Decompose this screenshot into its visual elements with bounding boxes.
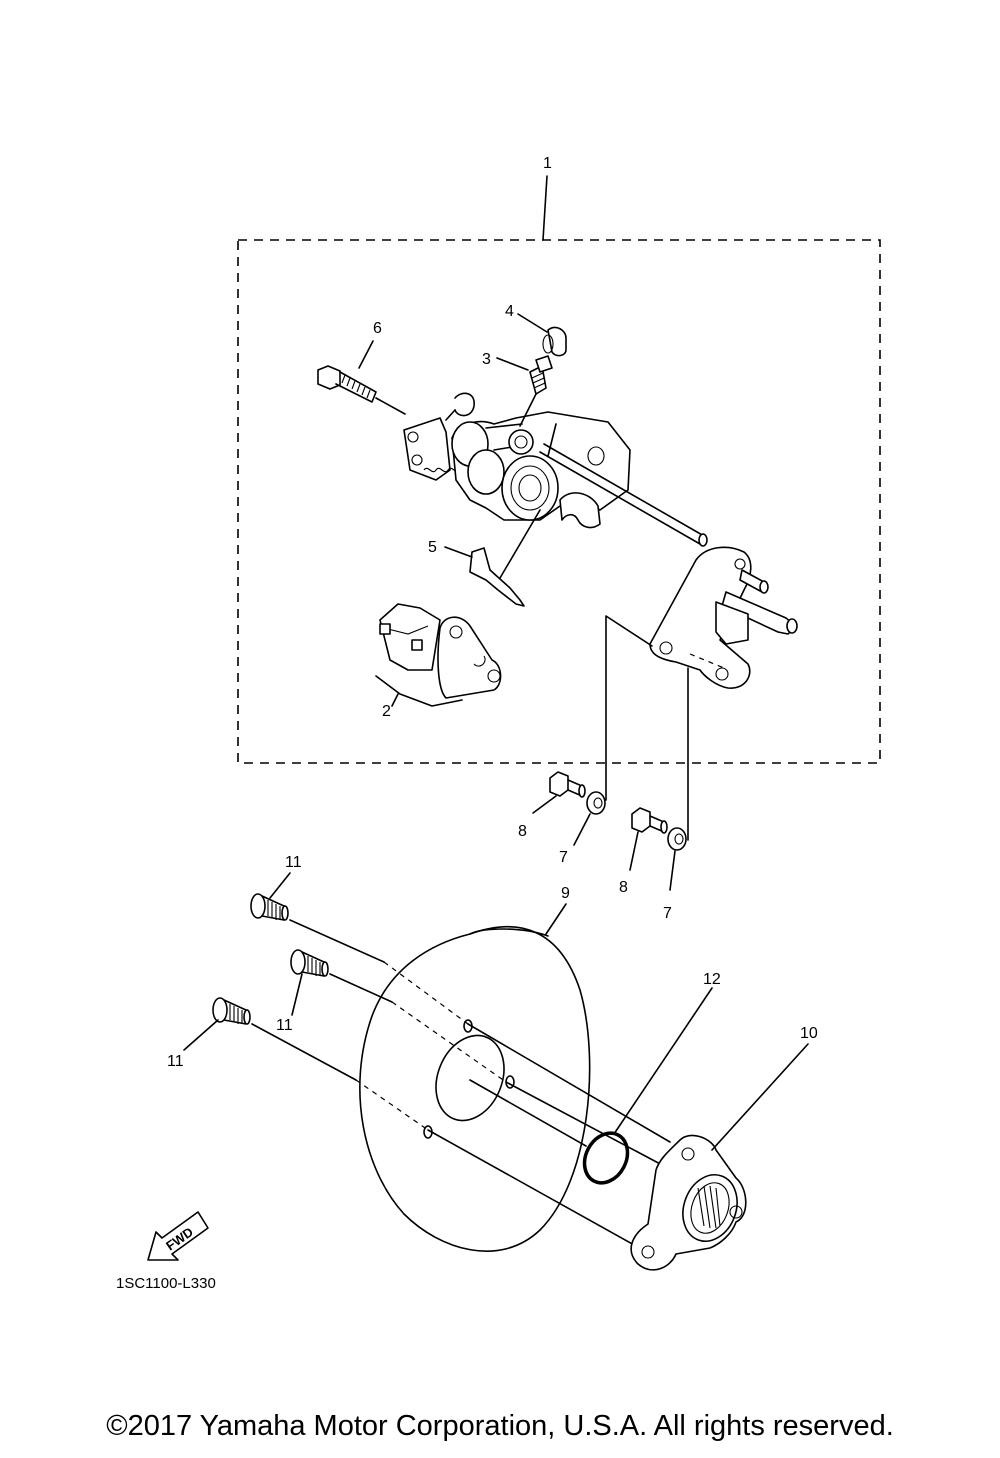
callout-4: 4 bbox=[505, 303, 514, 320]
callout-1: 1 bbox=[543, 155, 552, 172]
part-11-bolt-top bbox=[250, 872, 291, 921]
part-8-bolt-right bbox=[629, 807, 668, 871]
callout-10: 10 bbox=[800, 1025, 818, 1042]
diagram-code: 1SC1100-L330 bbox=[116, 1275, 216, 1292]
part-3-bleed-screw bbox=[496, 355, 553, 427]
callout-7-right: 7 bbox=[663, 905, 672, 922]
part-7-washer-left bbox=[573, 791, 606, 846]
callout-5: 5 bbox=[428, 539, 437, 556]
bolt-alignment-lines bbox=[251, 919, 671, 1247]
callout-11-middle: 11 bbox=[276, 1017, 293, 1034]
callout-3: 3 bbox=[482, 351, 491, 368]
callout-2: 2 bbox=[382, 703, 391, 720]
fwd-arrow-icon: FWD bbox=[147, 1211, 209, 1261]
caliper-body bbox=[403, 392, 708, 579]
part-11-bolt-middle bbox=[290, 949, 329, 1016]
part-5-pad-spring bbox=[444, 546, 525, 607]
callout-labels: 1 2 3 4 5 6 7 7 8 8 9 10 11 11 11 12 bbox=[167, 155, 818, 1070]
callout-7-left: 7 bbox=[559, 849, 568, 866]
callout-12: 12 bbox=[703, 971, 721, 988]
callout-11-bottom: 11 bbox=[167, 1053, 184, 1070]
callout-9: 9 bbox=[561, 885, 570, 902]
caliper-assembly-group bbox=[237, 175, 881, 764]
part-12-o-ring bbox=[582, 987, 713, 1185]
part-4-cap bbox=[517, 313, 567, 357]
part-2-brake-pads bbox=[375, 603, 502, 707]
callout-6: 6 bbox=[373, 320, 382, 337]
caliper-bracket bbox=[605, 546, 798, 841]
part-10-hub bbox=[630, 1043, 809, 1271]
part-6-bolt bbox=[317, 340, 406, 415]
callout-8-right: 8 bbox=[619, 879, 628, 896]
callout-11-top: 11 bbox=[285, 854, 302, 871]
part-8-bolt-left bbox=[532, 771, 586, 814]
part-11-bolt-bottom bbox=[183, 997, 251, 1051]
part-7-washer-right bbox=[667, 827, 687, 891]
copyright-notice: ©2017 Yamaha Motor Corporation, U.S.A. A… bbox=[106, 1410, 894, 1442]
callout-8-left: 8 bbox=[518, 823, 527, 840]
part-9-brake-disc bbox=[359, 903, 591, 1252]
